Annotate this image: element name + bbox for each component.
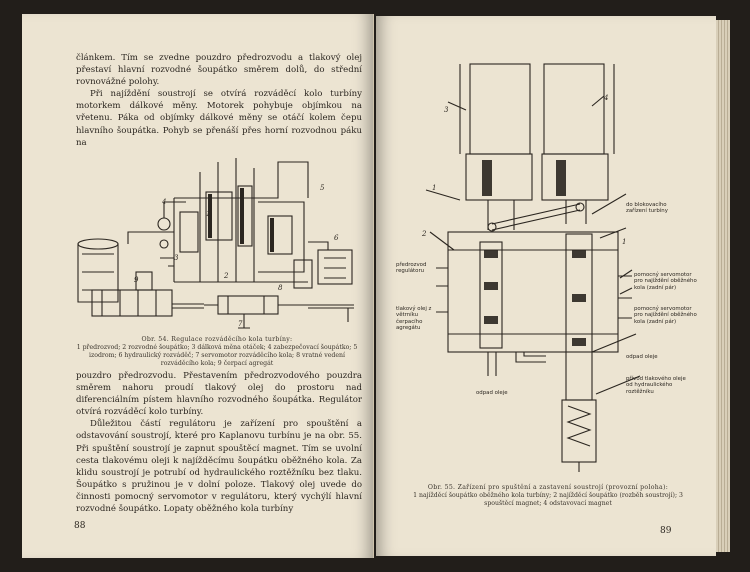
- paragraph: pouzdro předrozvodu. Přestavením předroz…: [76, 371, 362, 418]
- fig-label: 3: [444, 106, 449, 114]
- page-number: 89: [660, 526, 672, 536]
- fig-label: 1: [622, 238, 627, 246]
- label-oil-drain-bottom: odpad oleje: [476, 390, 508, 396]
- fig-label: 9: [134, 276, 139, 284]
- fig-label: 3: [174, 254, 179, 262]
- fig-label: 5: [320, 184, 325, 192]
- fig-label: 6: [334, 234, 339, 242]
- start-stop-device-diagram: [425, 63, 641, 472]
- fig-label: 4: [604, 94, 609, 102]
- fig-label: 2: [422, 230, 427, 238]
- label-oil-supply: přívod tlakového oleje od hydraulického …: [626, 376, 686, 395]
- caption-text: 1 předrozvod; 2 rozvodné šoupátko; 3 dál…: [76, 344, 358, 367]
- caption-title: Obr. 55. Zařízení pro spuštění a zastave…: [427, 484, 669, 491]
- fig-label: 4: [162, 198, 167, 206]
- fig-label: 8: [278, 284, 283, 292]
- label-oil-drain-right: odpad oleje: [626, 354, 658, 360]
- regulation-diagram: [77, 158, 354, 329]
- left-text-top: článkem. Tím se zvedne pouzdro předrozvo…: [76, 52, 362, 149]
- paragraph: článkem. Tím se zvedne pouzdro předrozvo…: [76, 53, 362, 88]
- fig-label: 1: [432, 184, 437, 192]
- fig-label: 7: [238, 320, 243, 328]
- page-number: 88: [74, 521, 86, 531]
- fig-label: 2: [224, 272, 229, 280]
- caption-title: Obr. 54. Regulace rozváděcího kola turbí…: [141, 336, 293, 343]
- figure-caption-54: Obr. 54. Regulace rozváděcího kola turbí…: [72, 336, 362, 368]
- fig-label: 1: [206, 210, 211, 218]
- label-prerozvod: předrozvod regulátoru: [396, 262, 427, 275]
- caption-text: 1 najížděcí šoupátko oběžného kola turbí…: [413, 492, 683, 507]
- figure-caption-55: Obr. 55. Zařízení pro spuštění a zastave…: [400, 484, 696, 508]
- label-servomotor-2: pomocný servomotor pro najíždění oběžnéh…: [634, 306, 697, 325]
- right-page: 3 1 2 4 1 do blokovacího zařízení turbín…: [376, 16, 716, 556]
- left-text-bottom: pouzdro předrozvodu. Přestavením předroz…: [76, 370, 362, 515]
- left-page: článkem. Tím se zvedne pouzdro předrozvo…: [22, 14, 374, 558]
- paragraph: Při najíždění soustrojí se otvírá rozvád…: [76, 89, 362, 148]
- label-pressure-oil: tlakový olej z větrníku čerpacího agregá…: [396, 306, 432, 332]
- page-edges: [716, 20, 730, 552]
- label-blocking: do blokovacího zařízení turbíny: [626, 202, 668, 215]
- paragraph: Důležitou částí regulátoru je zařízení p…: [76, 419, 362, 515]
- label-servomotor-1: pomocný servomotor pro najíždění oběžnéh…: [634, 272, 697, 291]
